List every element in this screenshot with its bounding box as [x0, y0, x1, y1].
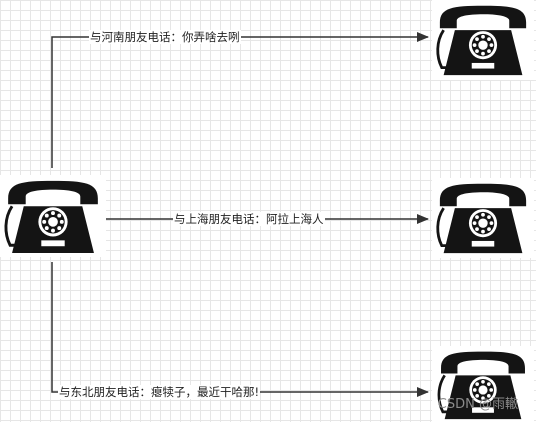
edge-label-dongbei: 与东北朋友电话：瘪犊子，最近干哈那!: [58, 385, 261, 399]
phone-icon-shanghai: [432, 178, 534, 258]
edge-dongbei: [51, 262, 429, 397]
edge-label-henan: 与河南朋友电话：你弄啥去咧: [89, 30, 241, 44]
edge-henan: [51, 32, 429, 168]
phone-icon-henan: [432, 0, 534, 80]
phone-icon-dongbei: [432, 346, 534, 422]
phone-icon-caller: [0, 175, 106, 257]
edge-label-shanghai: 与上海朋友电话：阿拉上海人: [173, 212, 325, 226]
watermark: CSDN @雨轍: [437, 397, 518, 412]
